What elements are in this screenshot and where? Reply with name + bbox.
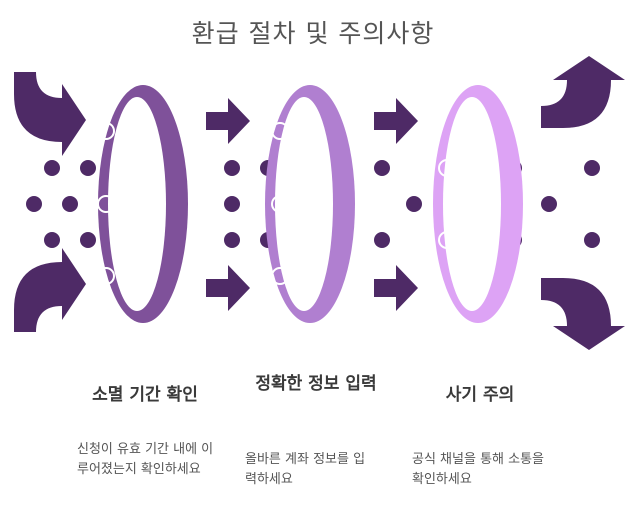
hollow-dot [97,195,115,213]
hollow-dot [97,122,115,140]
step-3-label: 사기 주의 [445,385,515,405]
hollow-dot [438,231,456,249]
step-2-description: 올바른 계좌 정보를 입력하세요 [245,452,366,487]
grid-dot [44,232,60,248]
grid-dot [541,196,557,212]
arrow-right-icon [206,98,250,144]
grid-dot [374,232,390,248]
hollow-dot [97,267,115,285]
arrow-right-icon [374,98,418,144]
arrow-in-bottom-left-icon [14,248,86,332]
ring-inner [275,97,333,311]
diagram-title: 환급 절차 및 주의사항 [191,19,435,48]
arrow-in-top-left-icon [14,72,86,156]
grid-dot [224,196,240,212]
arrow-right-icon [374,265,418,311]
step-1-label: 소멸 기간 확인 [92,385,198,405]
grid-dot [584,232,600,248]
ring-inner [108,97,166,311]
grid-dot [62,196,78,212]
hollow-dot [271,122,289,140]
grid-dot [80,232,96,248]
ring-1 [98,85,188,323]
ring-3 [433,85,523,323]
ring-inner [443,97,501,311]
arrow-out-bottom-right-icon [541,278,625,350]
ring-2 [265,85,355,323]
grid-dot [224,160,240,176]
grid-dot [26,196,42,212]
grid-dot [584,160,600,176]
grid-dot [406,196,422,212]
grid-dot [80,160,96,176]
arrow-out-top-right-icon [541,56,625,128]
hollow-dot [271,267,289,285]
hollow-dot [438,159,456,177]
grid-dot [224,232,240,248]
step-3-description: 공식 채널을 통해 소통을 확인하세요 [412,452,544,487]
grid-dot [44,160,60,176]
hollow-dot [271,195,289,213]
arrow-right-icon [206,265,250,311]
step-1-description: 신청이 유효 기간 내에 이루어졌는지 확인하세요 [77,442,214,477]
step-2-label: 정확한 정보 입력 [255,374,377,394]
grid-dot [374,160,390,176]
